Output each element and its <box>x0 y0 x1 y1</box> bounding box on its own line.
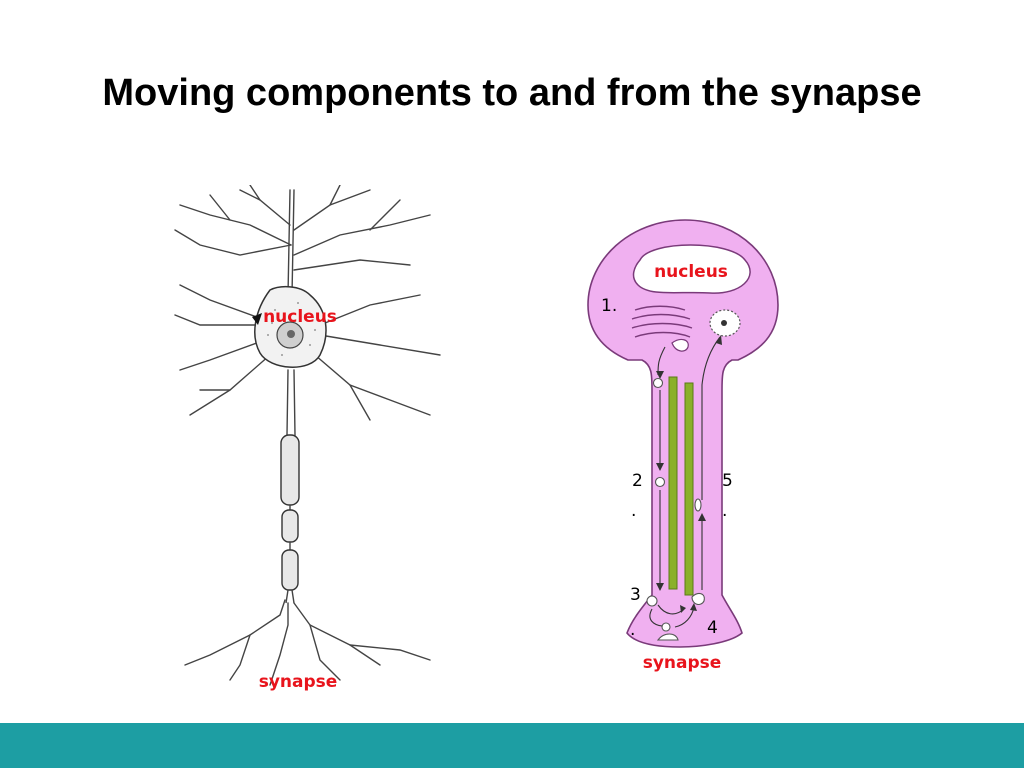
nucleus-pointer-arrow <box>252 313 262 325</box>
neuron-synapse-label: synapse <box>259 672 338 692</box>
slide-title: Moving components to and from the synaps… <box>102 72 922 114</box>
myelin-segment <box>281 549 299 591</box>
soma-stipple <box>267 302 316 356</box>
neuron-drawing: nucleus synapse <box>174 185 441 692</box>
retrograde-arrowheads <box>698 335 722 521</box>
lysosome-core <box>721 320 727 326</box>
step-2-number: 2 <box>632 471 643 491</box>
nucleolus <box>287 330 295 338</box>
transport-nucleus-label: nucleus <box>654 262 728 282</box>
step-2-dot: . <box>631 501 636 521</box>
golgi-apparatus <box>631 305 693 338</box>
anterograde-arrowheads <box>656 371 664 591</box>
step-5-number: 5 <box>722 471 733 491</box>
transport-diagram: nucleus 1. 2 . 5 . 3 . 4 synapse <box>587 219 779 673</box>
transport-synapse-label: synapse <box>643 653 722 673</box>
step-1-label: 1. <box>601 296 617 316</box>
dendrite-tree <box>174 185 441 686</box>
step-5-dot: . <box>722 501 727 521</box>
microtubule <box>668 376 678 590</box>
step-4-number: 4 <box>707 618 718 638</box>
footer-bar <box>0 723 1024 768</box>
step-3-number: 3 <box>630 585 641 605</box>
cell-nucleus <box>632 244 751 294</box>
cargo-vesicles <box>646 377 705 641</box>
retrograde-track <box>701 336 721 590</box>
golgi-vesicle <box>671 338 689 352</box>
step-3-dot: . <box>630 620 635 640</box>
neuron-nucleus-label: nucleus <box>263 307 337 327</box>
myelin-segment <box>281 509 299 543</box>
synaptic-cycle-arrowheads <box>680 603 697 613</box>
myelin-segment <box>280 434 300 506</box>
microtubule <box>684 382 694 596</box>
